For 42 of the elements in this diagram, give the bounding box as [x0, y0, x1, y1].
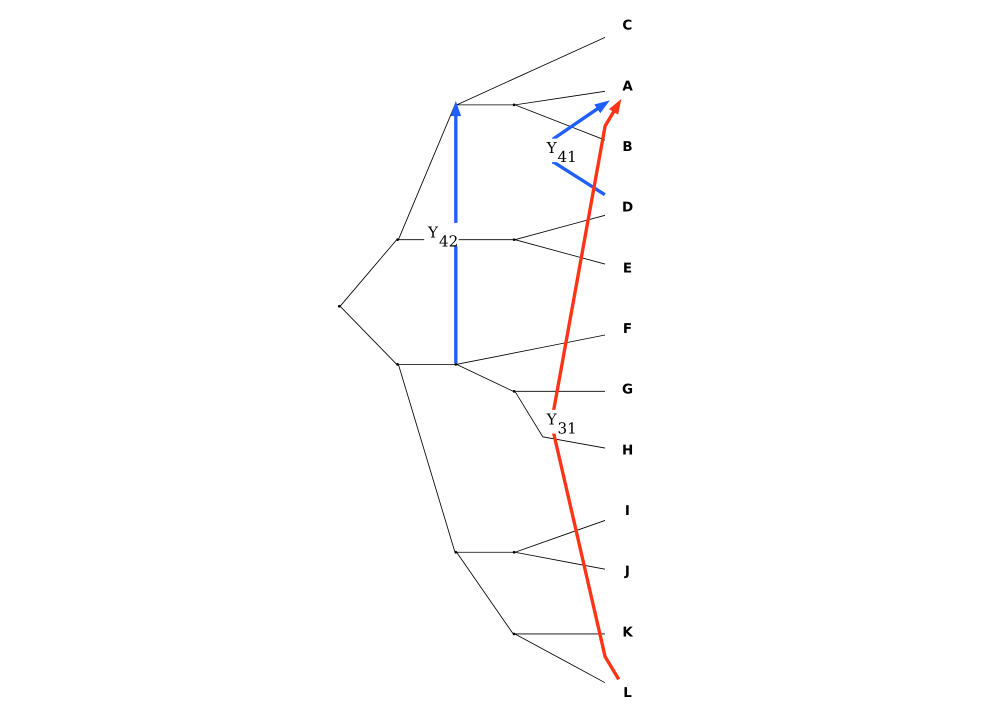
node-text: B [622, 139, 632, 156]
node-text: L [622, 684, 632, 701]
node-text: J [624, 564, 630, 580]
node-point [396, 238, 398, 241]
node-text: E [622, 260, 632, 276]
node-text: K [622, 624, 632, 640]
node-point [512, 238, 515, 241]
node-point [512, 632, 515, 636]
connector [514, 239, 605, 264]
node-point [454, 550, 457, 554]
node-point [512, 390, 515, 393]
arrow [450, 100, 461, 364]
connector [456, 104, 513, 106]
node-text: F [622, 321, 632, 338]
connector [514, 104, 605, 140]
node-point [396, 363, 398, 366]
node-text: G [621, 382, 633, 398]
node-text: A [622, 78, 632, 94]
connector [514, 634, 605, 684]
node-text: H [621, 442, 633, 458]
node-point [512, 550, 515, 554]
connector [456, 552, 513, 553]
connector [398, 364, 455, 552]
connector [339, 239, 396, 306]
node-text: I [624, 503, 630, 520]
connector [514, 552, 605, 570]
node-text: D [621, 200, 633, 216]
connector [456, 364, 513, 392]
connector [398, 364, 455, 365]
connector [514, 90, 605, 106]
connector [456, 334, 605, 365]
connector [456, 36, 605, 106]
node-point [337, 304, 340, 308]
connector [514, 391, 606, 448]
connector [514, 390, 605, 392]
connector [339, 306, 396, 365]
connector [514, 214, 605, 240]
node-point [512, 104, 515, 106]
connector [514, 520, 605, 553]
node-text: C [622, 18, 632, 34]
connector [456, 552, 513, 634]
node-point [454, 363, 457, 366]
